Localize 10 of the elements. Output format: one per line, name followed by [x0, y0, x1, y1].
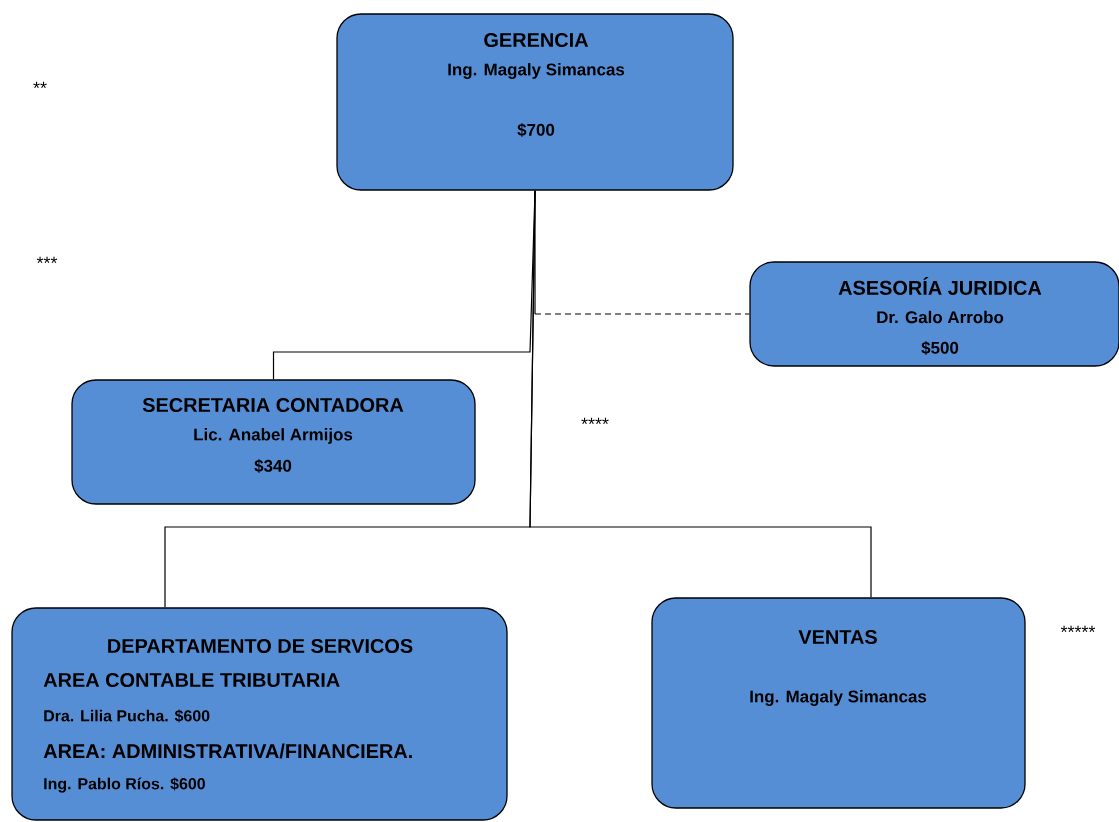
- connector-line: [529, 190, 872, 598]
- org-box: SECRETARIA CONTADORA Lic. Anabel Armijos $340: [71, 379, 476, 505]
- asterisk-note: **: [33, 81, 47, 89]
- org-box: DEPARTAMENTO DE SERVICOS AREA CONTABLE TRIBUTARIA Dra. Lilia Pucha. $600 AREA: ADMINISTRATIVA/FINANCIERA. Ing. Pablo Ríos. $600: [11, 607, 508, 821]
- asterisk-note: ***: [36, 256, 58, 264]
- asterisk-note: *****: [1060, 625, 1096, 633]
- asterisk-note: ****: [581, 417, 609, 425]
- org-box: GERENCIA Ing. Magaly Simancas $700: [336, 13, 734, 191]
- org-box: VENTAS Ing. Magaly Simancas: [651, 597, 1026, 809]
- org-box: ASESORÍA JURIDICA Dr. Galo Arrobo $500: [749, 261, 1119, 367]
